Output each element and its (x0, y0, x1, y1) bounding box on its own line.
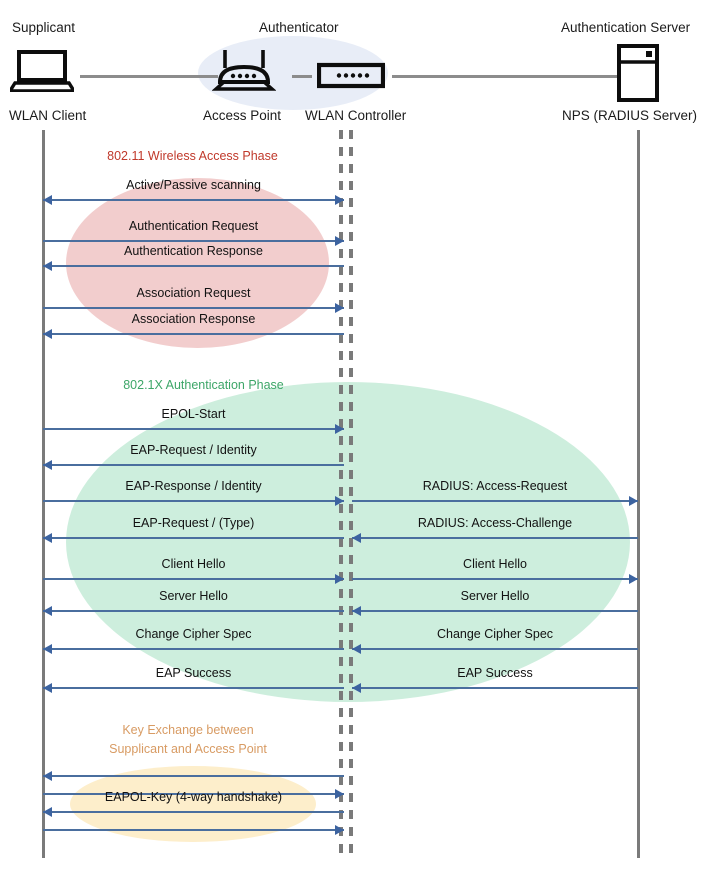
message-line (43, 793, 344, 795)
supplicant-ap-message-label: EAPOL-Key (4-way handshake) (104, 790, 283, 804)
message-line (43, 428, 344, 430)
node-label-nps-radius-server: NPS (RADIUS Server) (562, 108, 698, 123)
message-line (43, 648, 344, 650)
controller-server-message-label: Client Hello (463, 557, 527, 571)
arrowhead-right-icon (335, 302, 344, 313)
message-line (43, 775, 344, 777)
arrowhead-left-icon (43, 328, 52, 339)
arrowhead-left-icon (352, 682, 361, 693)
arrowhead-left-icon (43, 532, 52, 543)
message-line (43, 578, 344, 580)
message-line (43, 333, 344, 335)
phase-label-wireless-access: 802.11 Wireless Access Phase (107, 149, 278, 163)
node-label-access-point: Access Point (203, 108, 282, 123)
arrowhead-left-icon (352, 643, 361, 654)
arrowhead-right-icon (335, 423, 344, 434)
phase-label-key-exchange: Key Exchange between Supplicant and Acce… (109, 723, 267, 756)
message-line (43, 687, 344, 689)
controller-server-message-label: RADIUS: Access-Request (422, 479, 568, 493)
message-line (43, 537, 344, 539)
arrowhead-right-icon (629, 495, 638, 506)
arrowhead-left-icon (43, 682, 52, 693)
phase-blob-dot1x-auth (66, 382, 630, 702)
arrowhead-left-icon (43, 459, 52, 470)
message-line (43, 610, 344, 612)
message-line (352, 610, 638, 612)
arrowhead-right-icon (629, 573, 638, 584)
wire-ap-to-controller (292, 75, 312, 78)
arrowhead-right-icon (335, 824, 344, 835)
message-line (43, 199, 344, 201)
supplicant-ap-message-label: EAP-Request / Identity (130, 443, 257, 457)
laptop-icon (10, 50, 74, 92)
phase-blob-key-exchange (70, 766, 316, 842)
supplicant-ap-message-label: Active/Passive scanning (126, 178, 261, 192)
controller-server-message-label: EAP Success (457, 666, 533, 680)
controller-server-message-label: Server Hello (460, 589, 530, 603)
node-label-wlan-client: WLAN Client (9, 108, 87, 123)
message-line (352, 537, 638, 539)
arrowhead-left-icon (43, 643, 52, 654)
arrowhead-left-icon (43, 260, 52, 271)
message-line (43, 500, 344, 502)
arrowhead-right-icon (335, 788, 344, 799)
message-line (352, 687, 638, 689)
lifeline-wlan-controller (349, 130, 353, 858)
phase-blob-wireless-access (66, 178, 329, 348)
arrowhead-right-icon (335, 573, 344, 584)
supplicant-ap-message-label: EAP-Response / Identity (125, 479, 262, 493)
supplicant-ap-message-label: Association Response (131, 312, 256, 326)
message-line (43, 464, 344, 466)
arrowhead-left-icon (43, 605, 52, 616)
supplicant-ap-message-label: Authentication Request (128, 219, 259, 233)
arrowhead-left-icon (43, 770, 52, 781)
arrowhead-left-icon (352, 532, 361, 543)
message-line (43, 240, 344, 242)
supplicant-ap-message-label: Client Hello (161, 557, 226, 571)
arrowhead-right-icon (335, 194, 344, 205)
role-title-supplicant: Supplicant (12, 20, 76, 35)
message-line (352, 578, 638, 580)
arrowhead-left-icon (43, 806, 52, 817)
access-point-icon (212, 50, 276, 91)
node-label-wlan-controller: WLAN Controller (305, 108, 407, 123)
authenticator-group-blob (198, 36, 388, 110)
message-line (43, 265, 344, 267)
controller-server-message-label: RADIUS: Access-Challenge (417, 516, 573, 530)
controller-server-message-label: Change Cipher Spec (436, 627, 554, 641)
arrowhead-right-icon (335, 495, 344, 506)
phase-label-dot1x-auth: 802.1X Authentication Phase (123, 378, 284, 392)
arrowhead-right-icon (335, 235, 344, 246)
supplicant-ap-message-label: EAP Success (155, 666, 232, 680)
lifeline-supplicant (42, 130, 45, 858)
message-line (43, 307, 344, 309)
role-title-authentication-server: Authentication Server (561, 20, 691, 35)
message-line (352, 500, 638, 502)
supplicant-ap-message-label: Server Hello (159, 589, 228, 603)
role-title-authenticator: Authenticator (259, 20, 339, 35)
supplicant-ap-message-label: EPOL-Start (161, 407, 226, 421)
message-line (352, 648, 638, 650)
supplicant-ap-message-label: EAP-Request / (Type) (132, 516, 255, 530)
lifeline-auth-server (637, 130, 640, 858)
wlan-controller-icon (317, 62, 385, 89)
server-icon (617, 44, 659, 102)
lifeline-access-point (339, 130, 343, 858)
arrowhead-left-icon (352, 605, 361, 616)
message-line (43, 829, 344, 831)
wire-client-to-ap (80, 75, 218, 78)
wire-controller-to-server (392, 75, 618, 78)
message-line (43, 811, 344, 813)
supplicant-ap-message-label: Authentication Response (124, 244, 263, 258)
arrowhead-left-icon (43, 194, 52, 205)
supplicant-ap-message-label: Change Cipher Spec (135, 627, 252, 641)
supplicant-ap-message-label: Association Request (136, 286, 251, 300)
